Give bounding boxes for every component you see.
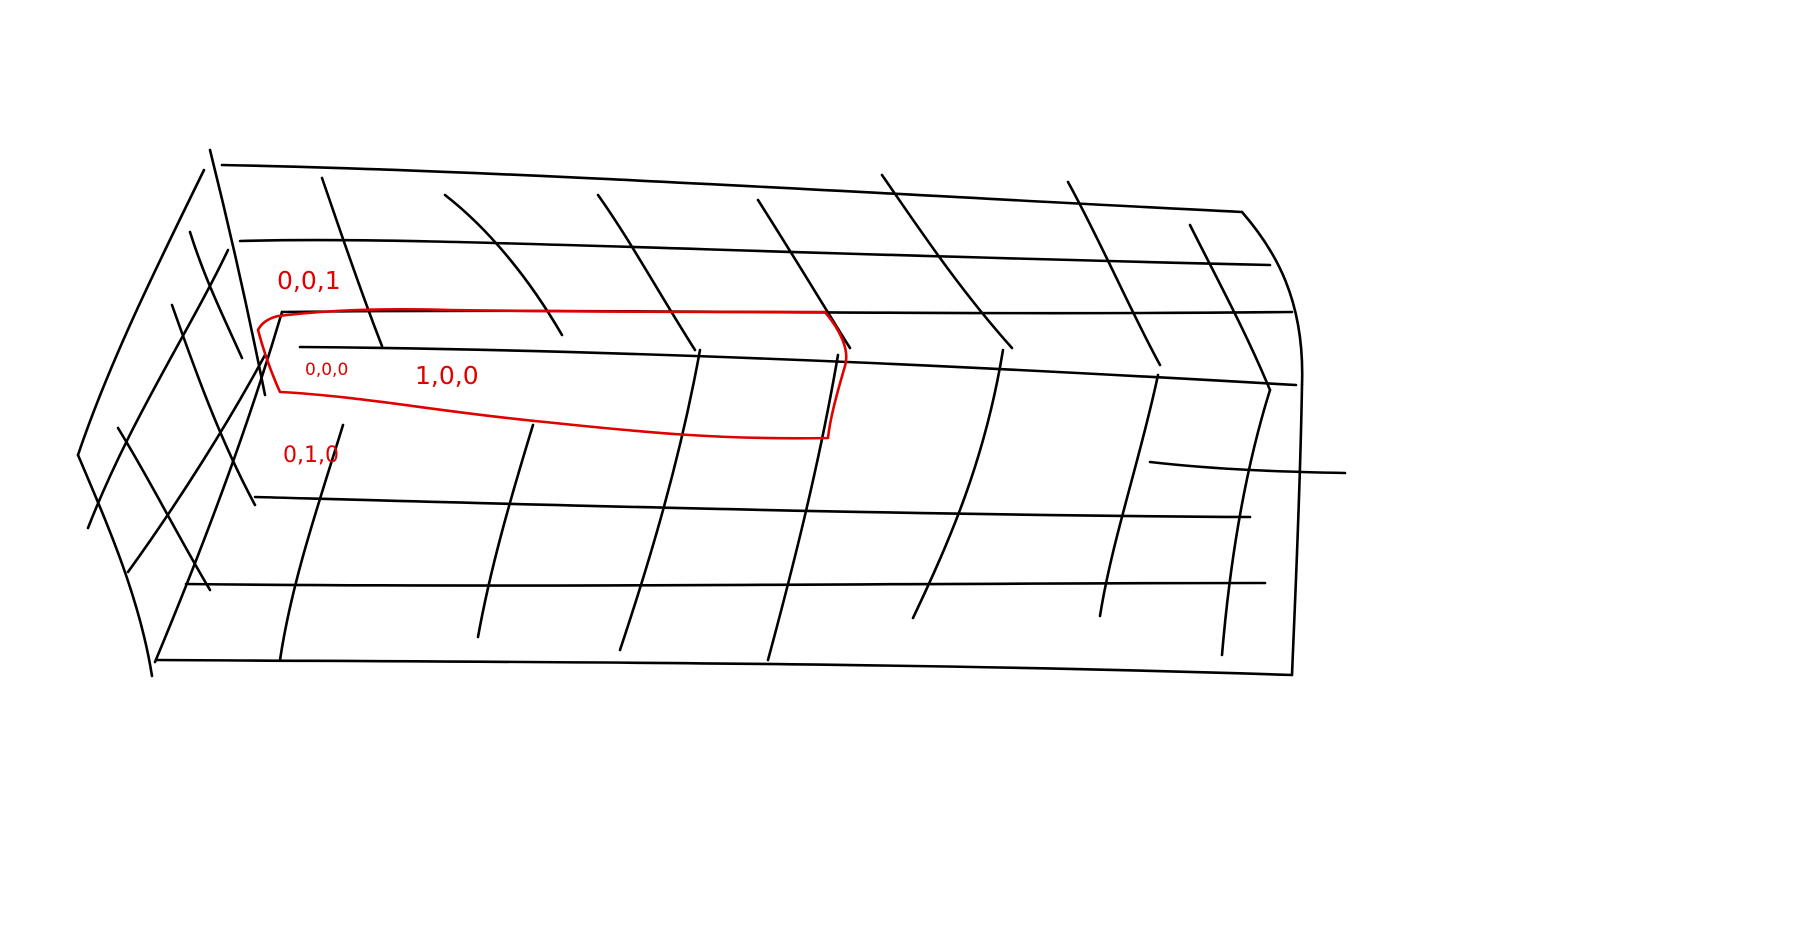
- top-col-line-1: [320, 176, 384, 348]
- top-row-line-1: [238, 238, 1272, 267]
- label-origin-cell: 0,0,0: [305, 360, 348, 380]
- left-cross-line-3: [116, 426, 212, 592]
- top-face-grid: [220, 163, 1304, 392]
- top-back-edge: [220, 163, 1244, 214]
- label-next-cell: 1,0,0: [415, 361, 479, 390]
- left-cross-line-2: [170, 303, 257, 507]
- left-diag-line-2: [126, 353, 267, 574]
- top-col-line-5: [880, 173, 1014, 350]
- top-col-line-2: [443, 193, 564, 337]
- front-face-grid: [155, 348, 1347, 677]
- front-right-edge: [1290, 383, 1304, 677]
- top-col-line-6: [1066, 180, 1162, 367]
- highlighted-cell-row: [256, 307, 848, 440]
- highlight-outline: [256, 307, 848, 440]
- front-col-line-7: [1220, 388, 1272, 657]
- front-extension-line: [1148, 460, 1347, 475]
- front-row-line-2: [184, 581, 1267, 587]
- front-col-line-2: [476, 423, 535, 639]
- top-col-line-3: [596, 193, 697, 352]
- front-col-line-6: [1098, 373, 1160, 618]
- left-front-edge: [153, 310, 284, 664]
- left-bottom-edge: [76, 453, 154, 678]
- front-bottom-edge: [155, 658, 1294, 677]
- left-back-edge: [76, 168, 206, 457]
- coordinate-labels: 0,0,1 0,0,0 1,0,0 0,1,0: [277, 266, 479, 468]
- front-row-line-1: [253, 495, 1252, 519]
- front-col-line-5: [911, 348, 1005, 620]
- front-col-line-1: [278, 423, 345, 662]
- label-below-cell: 0,1,0: [283, 443, 339, 468]
- left-cross-line-1: [188, 230, 244, 360]
- top-right-edge: [1240, 210, 1304, 387]
- left-diag-line-1: [86, 248, 230, 530]
- label-top-cell: 0,0,1: [277, 266, 341, 295]
- front-col-line-4: [766, 353, 840, 662]
- top-front-edge: [298, 345, 1298, 387]
- top-col-line-7: [1188, 223, 1272, 392]
- left-face-grid: [76, 148, 284, 678]
- front-col-line-3: [618, 348, 702, 652]
